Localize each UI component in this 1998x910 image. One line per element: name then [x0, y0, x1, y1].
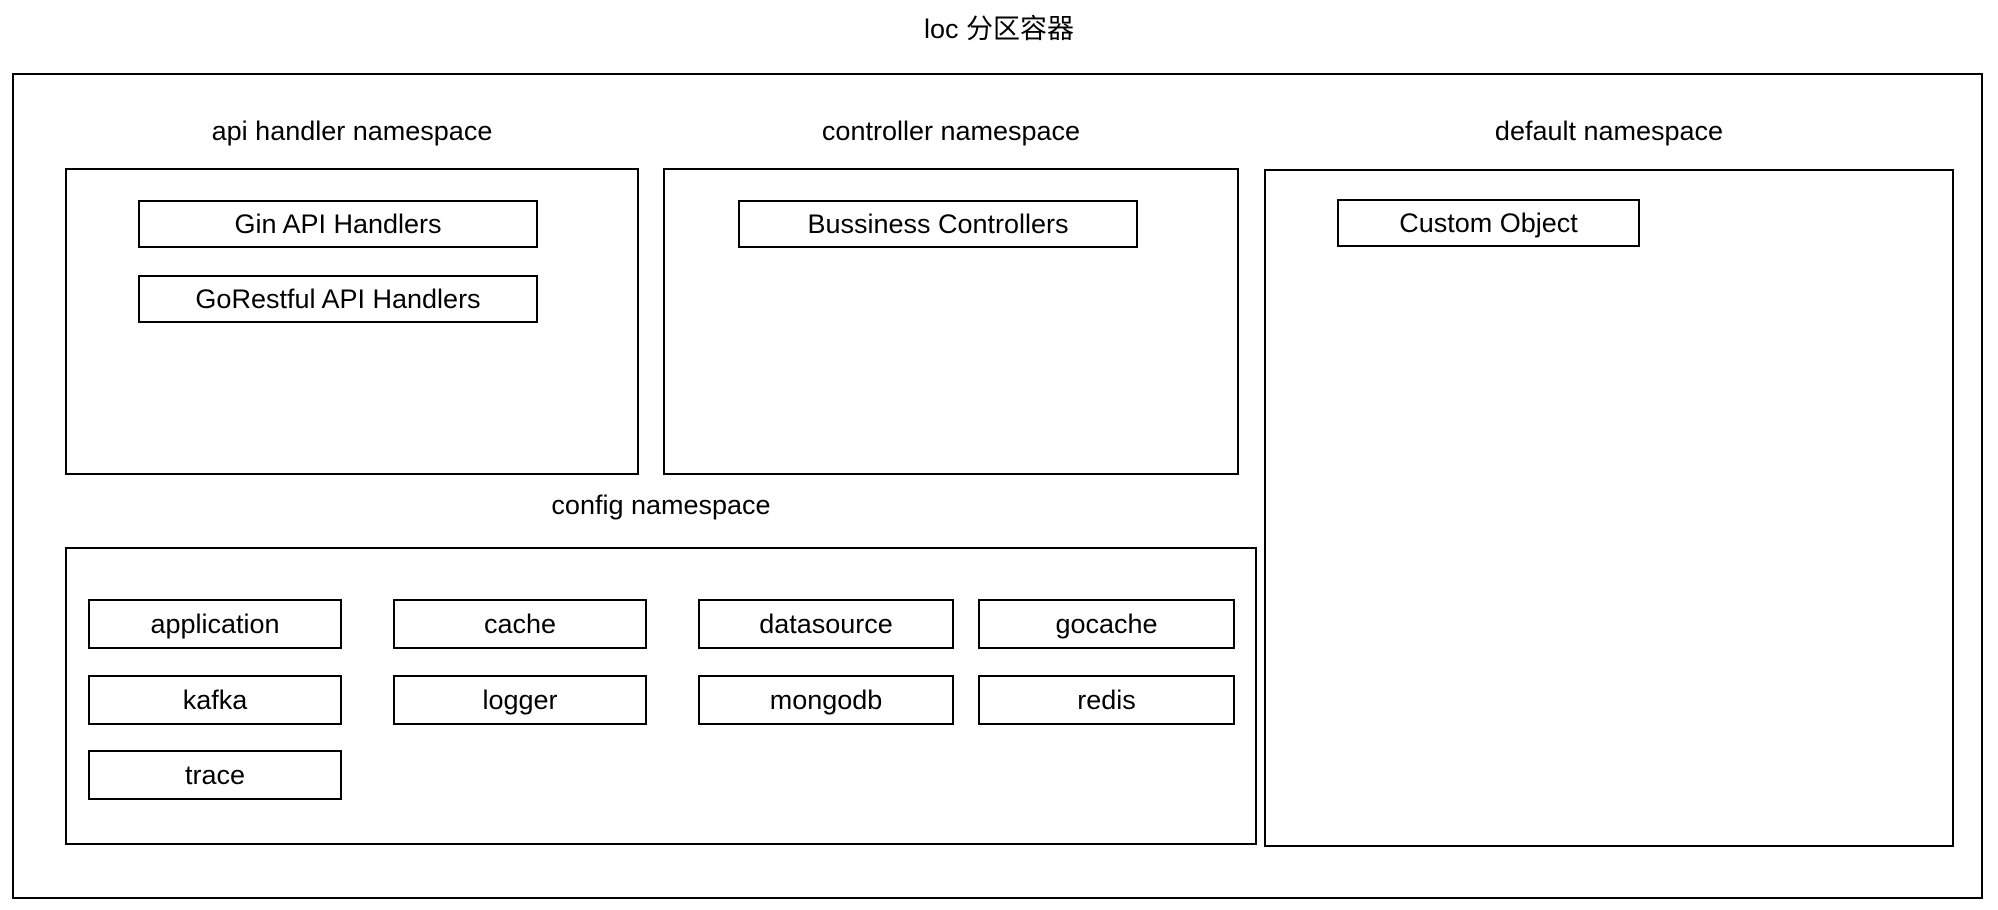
- ioc-container-box: api handler namespace Gin API Handlers G…: [12, 73, 1983, 899]
- node-gin-api-handlers: Gin API Handlers: [138, 200, 538, 248]
- node-config-mongodb: mongodb: [698, 675, 954, 725]
- config-namespace-label: config namespace: [551, 490, 771, 520]
- node-config-gocache: gocache: [978, 599, 1235, 649]
- controller-namespace-label: controller namespace: [821, 116, 1081, 146]
- diagram-title: loc 分区容器: [923, 14, 1075, 44]
- node-config-datasource: datasource: [698, 599, 954, 649]
- node-config-redis: redis: [978, 675, 1235, 725]
- api-handler-namespace-label: api handler namespace: [211, 116, 493, 146]
- default-namespace-label: default namespace: [1494, 116, 1724, 146]
- node-config-cache: cache: [393, 599, 647, 649]
- node-config-kafka: kafka: [88, 675, 342, 725]
- controller-namespace-box: Bussiness Controllers: [663, 168, 1239, 475]
- node-config-trace: trace: [88, 750, 342, 800]
- api-handler-namespace-box: Gin API Handlers GoRestful API Handlers: [65, 168, 639, 475]
- node-custom-object: Custom Object: [1337, 199, 1640, 247]
- node-gorestful-api-handlers: GoRestful API Handlers: [138, 275, 538, 323]
- node-config-application: application: [88, 599, 342, 649]
- config-namespace-box: application cache datasource gocache kaf…: [65, 547, 1257, 845]
- default-namespace-box: Custom Object: [1264, 169, 1954, 847]
- node-bussiness-controllers: Bussiness Controllers: [738, 200, 1138, 248]
- node-config-logger: logger: [393, 675, 647, 725]
